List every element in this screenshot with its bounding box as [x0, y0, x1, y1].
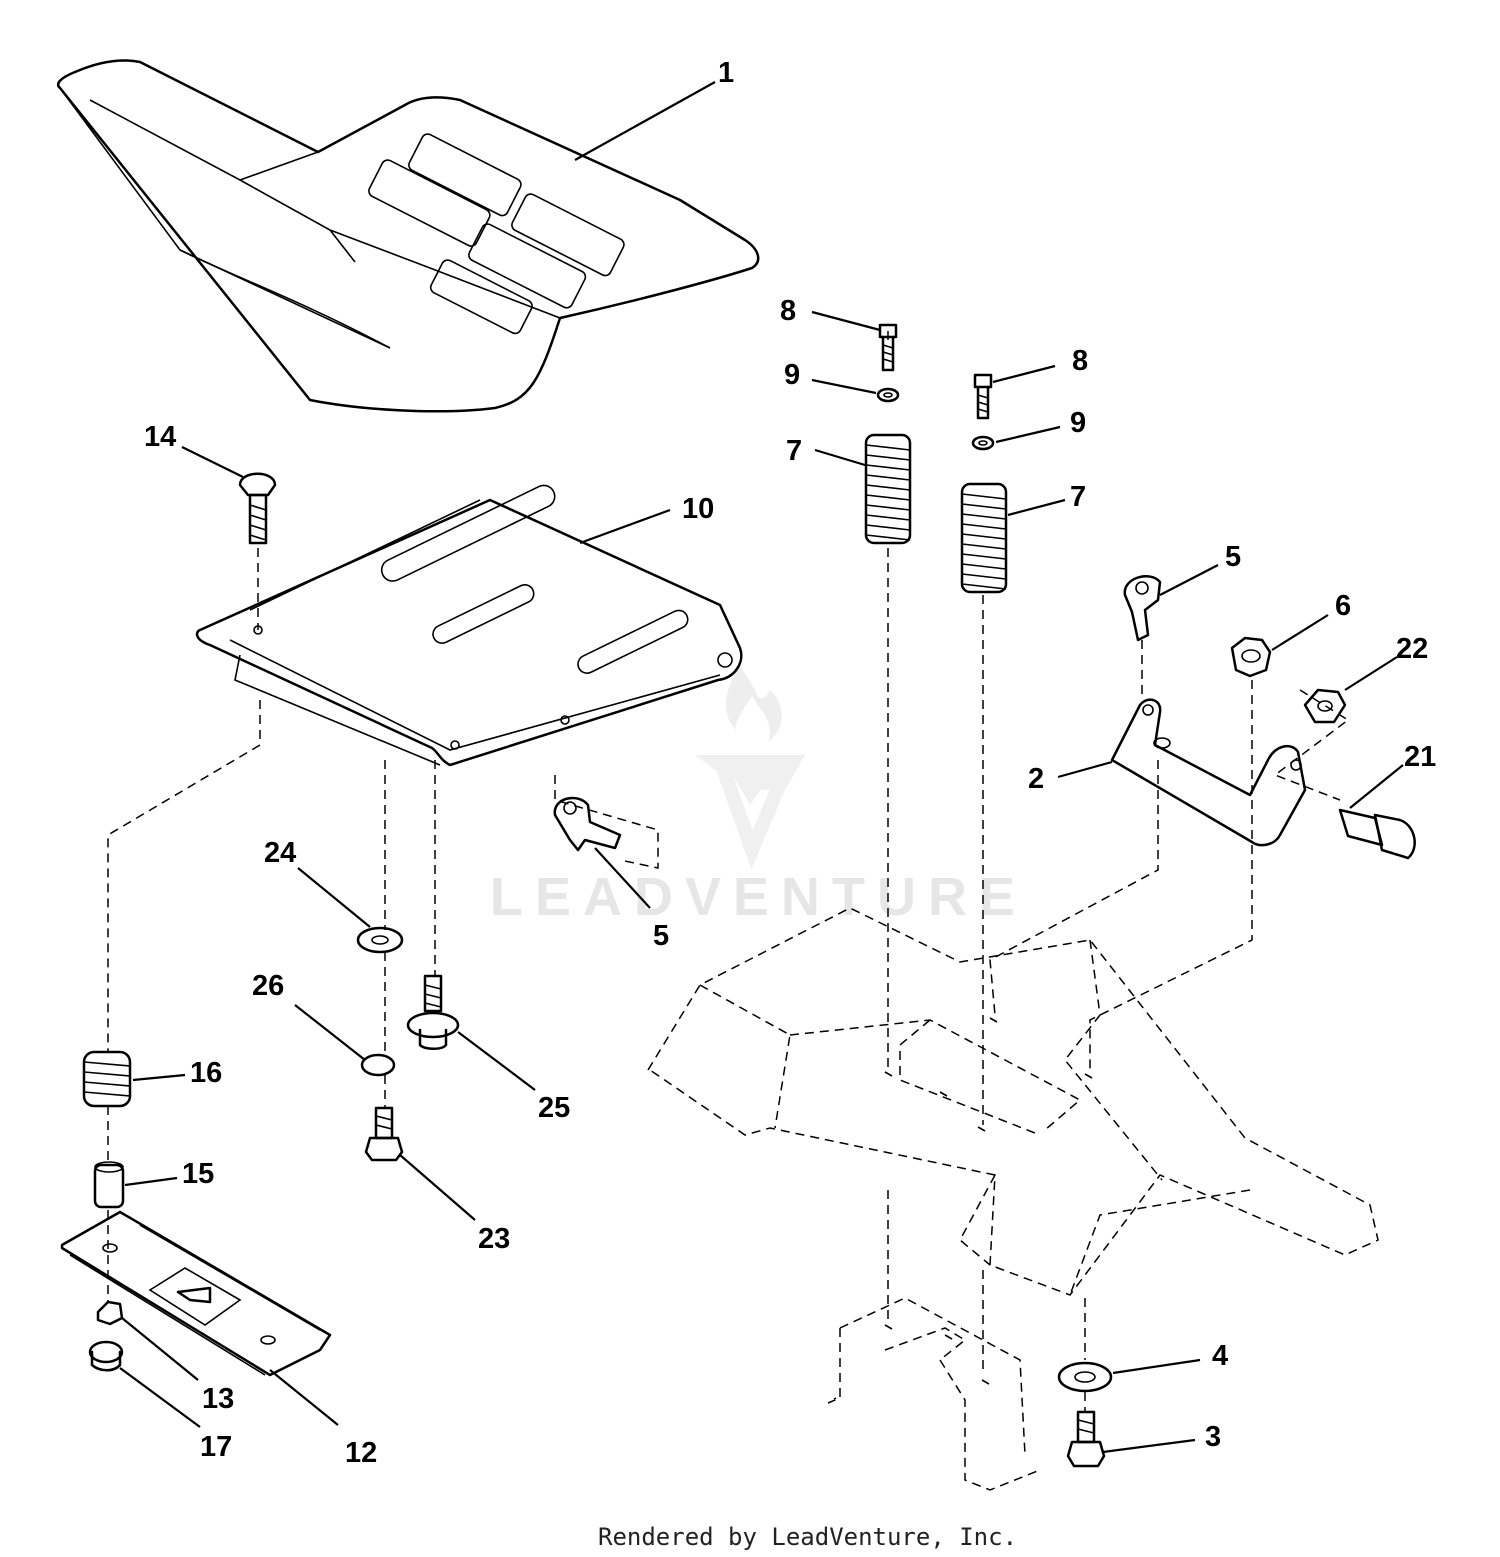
- flat-washer-part: [356, 926, 404, 954]
- callout-spacer: 15: [182, 1158, 214, 1190]
- shoulder-screw-part: [406, 974, 460, 1050]
- callout-seat-pan: 10: [682, 493, 714, 525]
- mounting-plate-part: [60, 1210, 332, 1377]
- callout-lock-nut: 6: [1335, 590, 1351, 622]
- callout-spring-left: 7: [786, 435, 802, 467]
- callout-bolt-right: 8: [1072, 345, 1088, 377]
- spacer-part: [93, 1161, 125, 1209]
- callout-washer-right: 9: [1070, 407, 1086, 439]
- callout-flange-nut-lower: 17: [200, 1431, 232, 1463]
- seat-switch-clip-lower: [553, 796, 622, 852]
- callout-shoulder-screw: 25: [538, 1092, 570, 1124]
- flange-nut-upper: [96, 1300, 124, 1326]
- lock-nut-part: [1230, 636, 1272, 678]
- assembly-lines: [107, 325, 1350, 1412]
- callout-bracket: 2: [1028, 763, 1044, 795]
- callout-labels: 1 14 10 8 9 7 8 9 7 5 6 22 2 21 24 5 26 …: [144, 57, 1436, 1469]
- lock-washer-part: [360, 1053, 396, 1077]
- callout-small-spring: 16: [190, 1057, 222, 1089]
- callout-hex-bolt: 23: [478, 1223, 510, 1255]
- hex-nut-part: [1303, 688, 1347, 724]
- watermark-logo-icon: [695, 665, 805, 870]
- callout-lock-washer: 26: [252, 970, 284, 1002]
- hex-bolt-part: [364, 1106, 404, 1162]
- callout-clip-upper: 5: [1225, 541, 1241, 573]
- seat-part: [56, 59, 760, 413]
- seat-switch-clip-upper: [1123, 575, 1162, 642]
- callout-washer-left: 9: [784, 359, 800, 391]
- callout-bolt: 3: [1205, 1421, 1221, 1453]
- callout-seat: 1: [718, 57, 734, 89]
- callout-clip-lower: 5: [653, 920, 669, 952]
- bolt-part: [1066, 1410, 1106, 1468]
- bracket-part: [1110, 698, 1307, 847]
- watermark-text: LEADVENTURE: [490, 867, 1027, 927]
- footer-credit: Rendered by LeadVenture, Inc.: [598, 1523, 1017, 1551]
- washer-part: [1057, 1361, 1113, 1393]
- flange-nut-lower: [88, 1340, 124, 1372]
- callout-flange-nut-upper: 13: [202, 1383, 234, 1415]
- callout-spring-right: 7: [1070, 481, 1086, 513]
- callout-washer: 4: [1212, 1340, 1228, 1372]
- callout-mounting-plate: 12: [345, 1437, 377, 1469]
- seat-pan-part: [195, 484, 743, 767]
- small-spring-part: [82, 1050, 132, 1108]
- callout-carriage-bolt: 14: [144, 421, 176, 453]
- leader-lines: [119, 81, 1404, 1454]
- callout-flat-washer: 24: [264, 837, 296, 869]
- carriage-bolt-part: [238, 472, 277, 545]
- shoulder-bolt-part: [1338, 808, 1416, 860]
- bolt-washer-spring-left: [864, 323, 912, 545]
- callout-bolt-left: 8: [780, 295, 796, 327]
- callout-hex-nut: 22: [1396, 633, 1428, 665]
- flat-washer-hole: [371, 935, 389, 945]
- callout-shoulder-bolt: 21: [1404, 741, 1436, 773]
- bolt-washer-spring-right: [960, 373, 1008, 594]
- tractor-frame-outline: [647, 907, 1379, 1491]
